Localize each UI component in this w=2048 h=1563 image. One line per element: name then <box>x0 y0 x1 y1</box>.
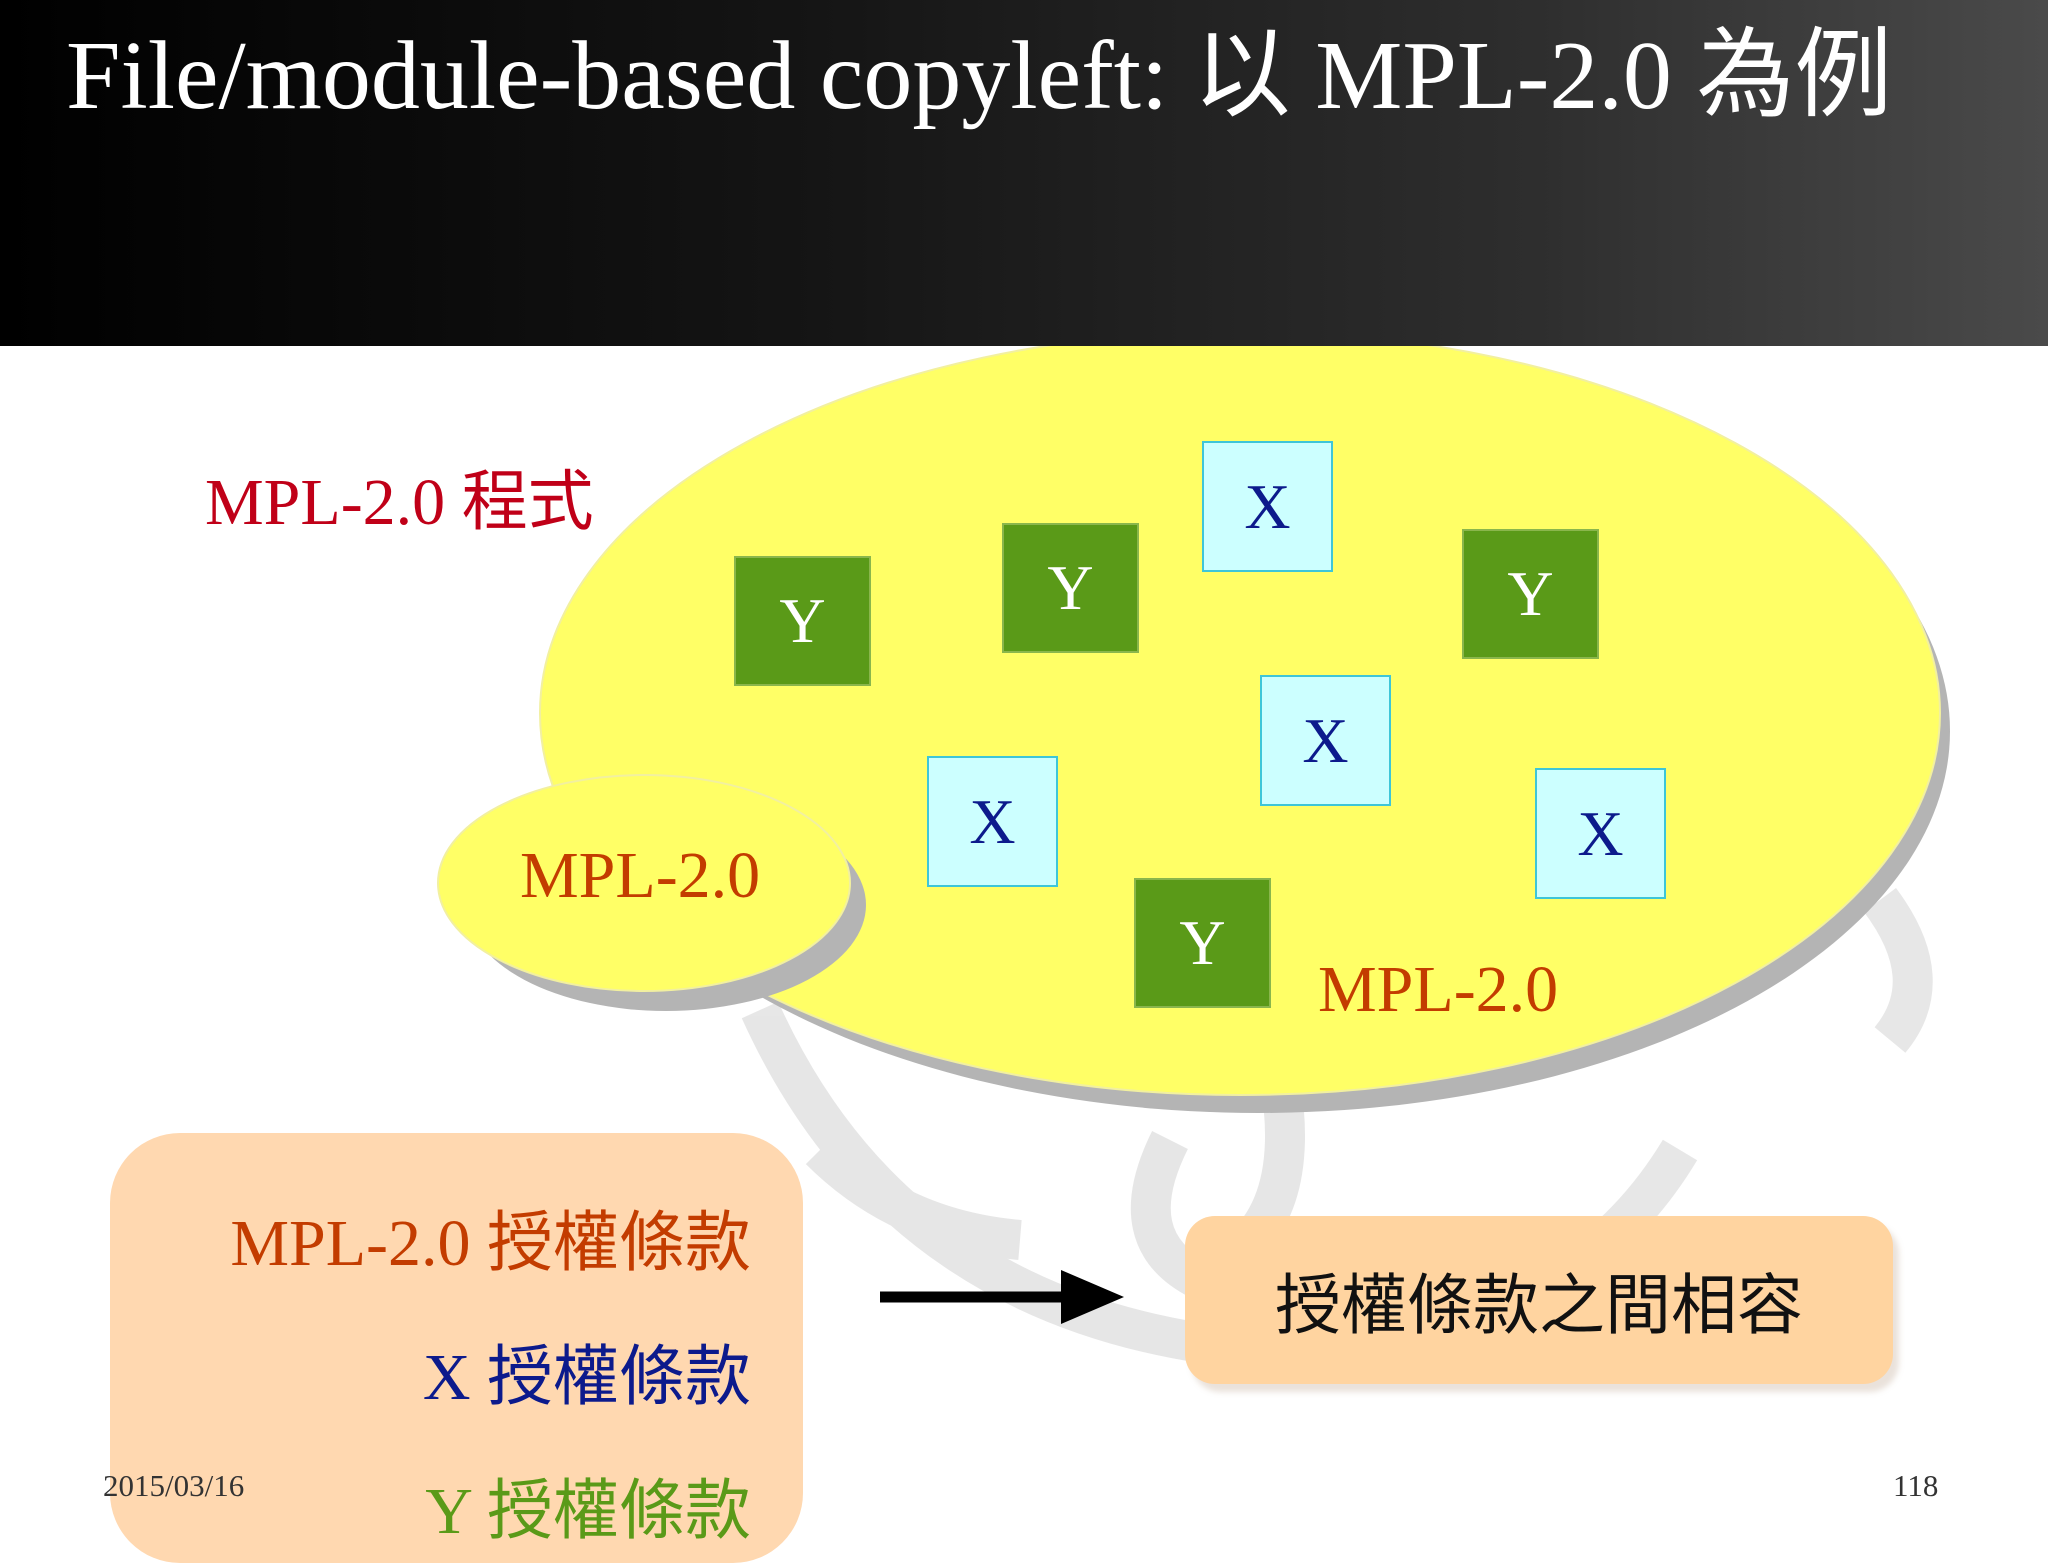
license-legend: MPL-2.0 授權條款 X 授權條款 Y 授權條款 <box>110 1133 803 1563</box>
legend-x-terms: X 授權條款 <box>422 1341 751 1414</box>
small-module-label: MPL-2.0 <box>520 839 761 912</box>
y-module-box: Y <box>1134 878 1271 1008</box>
right-arrow-icon <box>880 1270 1124 1324</box>
y-module-box: Y <box>1002 523 1139 653</box>
x-module-box: X <box>1535 768 1666 899</box>
large-module-label: MPL-2.0 <box>1318 953 1559 1026</box>
slide-date: 2015/03/16 <box>103 1468 245 1503</box>
x-module-box: X <box>1260 675 1391 806</box>
legend-mpl-terms: MPL-2.0 授權條款 <box>230 1207 751 1280</box>
title-bar: File/module-based copyleft: 以 MPL-2.0 為例 <box>0 0 2048 346</box>
compatibility-result-text: 授權條款之間相容 <box>1275 1270 1803 1343</box>
program-label: MPL-2.0 程式 <box>205 466 594 539</box>
slide-page-number: 118 <box>1893 1468 1939 1503</box>
slide-title: File/module-based copyleft: 以 MPL-2.0 為例 <box>66 22 1893 130</box>
x-module-box: X <box>927 756 1058 887</box>
legend-y-terms: Y 授權條款 <box>425 1475 751 1548</box>
compatibility-result-box: 授權條款之間相容 <box>1185 1216 1893 1384</box>
small-module-ellipse <box>437 774 851 992</box>
y-module-box: Y <box>1462 529 1599 659</box>
y-module-box: Y <box>734 556 871 686</box>
x-module-box: X <box>1202 441 1333 572</box>
